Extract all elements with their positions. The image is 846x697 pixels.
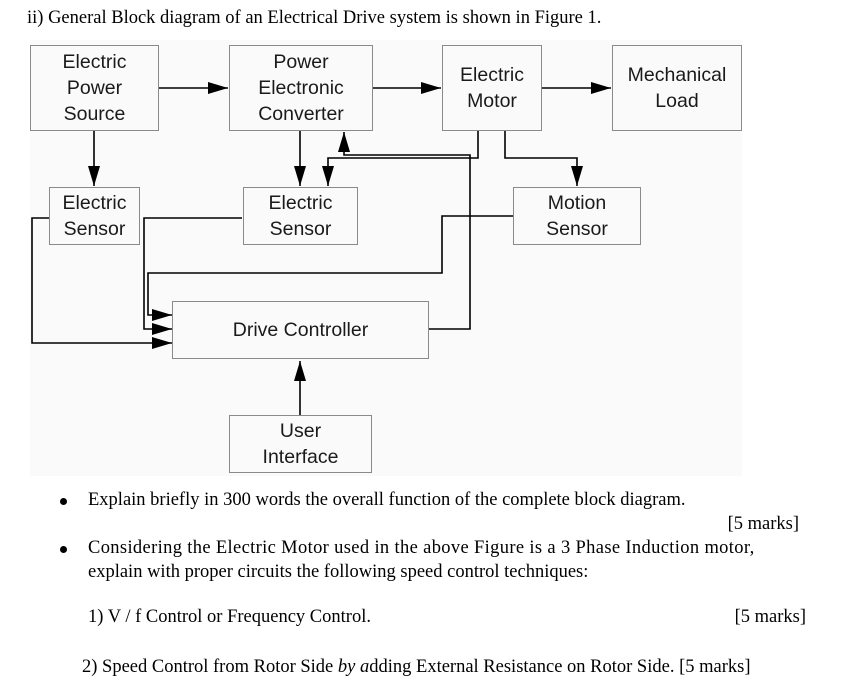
arrow-sensor-mid-to-controller	[143, 217, 242, 335]
block-motion-sensor: Motion Sensor	[513, 187, 641, 245]
block-electric-motor: Electric Motor	[442, 45, 542, 131]
arrow-motor-to-motion-sensor	[504, 130, 583, 186]
subitem-2-text: 2) Speed Control from Rotor Side by addi…	[82, 657, 751, 678]
question-1-marks: [5 marks]	[727, 514, 799, 534]
block-electric-sensor-left: Electric Sensor	[49, 187, 140, 245]
block-mechanical-load: Mechanical Load	[612, 45, 742, 131]
subitem-2-text-before: 2) Speed Control from Rotor Side	[82, 657, 338, 677]
question-heading: ii) General Block diagram of an Electric…	[27, 8, 602, 28]
arrow-motion-sensor-to-controller	[147, 215, 513, 321]
question-1-text: Explain briefly in 300 words the overall…	[88, 490, 686, 510]
subitem-1-text: 1) V / f Control or Frequency Control.	[88, 607, 371, 627]
arrow-sensor-left-to-controller	[31, 217, 172, 349]
bullet-1	[60, 498, 67, 505]
block-electric-sensor-middle: Electric Sensor	[243, 187, 358, 245]
question-2-line-1: Considering the Electric Motor used in t…	[88, 538, 755, 558]
subitem-2-marks: [5 marks]	[679, 657, 751, 677]
subitem-2-text-italic: by a	[337, 657, 370, 677]
subitem-1-marks: [5 marks]	[734, 607, 806, 627]
diagram-connections	[31, 82, 611, 415]
block-diagram: Electric Power Source Power Electronic C…	[30, 40, 742, 476]
arrow-motor-to-sensor-mid	[322, 130, 479, 186]
arrow-controller-to-converter	[338, 132, 471, 330]
bullet-2	[60, 546, 67, 553]
block-drive-controller: Drive Controller	[172, 301, 429, 359]
block-electric-power-source: Electric Power Source	[30, 45, 159, 131]
question-2-line-2: explain with proper circuits the followi…	[88, 562, 589, 582]
subitem-2-text-after: dding External Resistance on Rotor Side.	[369, 657, 680, 677]
block-power-electronic-converter: Power Electronic Converter	[229, 45, 373, 131]
block-user-interface: User Interface	[229, 415, 372, 473]
